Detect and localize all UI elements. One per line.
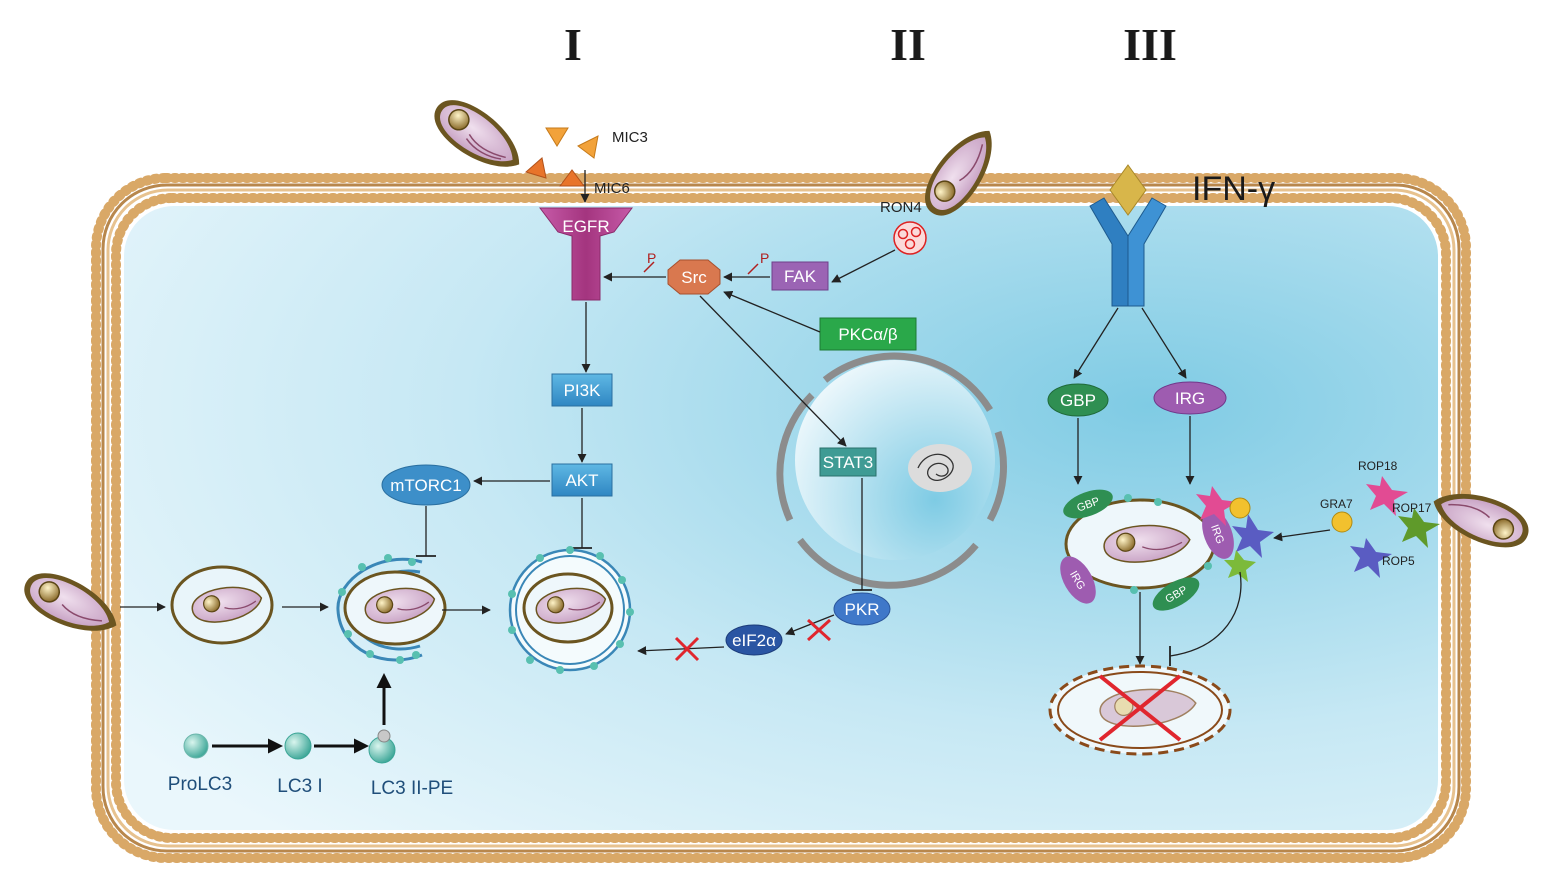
- phospho-label-1: P: [647, 250, 656, 266]
- rop-to-vacuole-arrow: [1273, 529, 1331, 542]
- rop-inhibit-line: [1169, 571, 1242, 657]
- pkr-block-x: [806, 618, 832, 642]
- pi3k-label: PI3K: [564, 381, 602, 400]
- mtorc1-node: [381, 464, 471, 506]
- rop17-on-vacuole: [1224, 550, 1256, 582]
- ifn-gamma-label: IFN-γ: [1192, 170, 1275, 208]
- parasite-tachyzoite-ron4: [925, 130, 992, 216]
- src-node: [667, 259, 721, 295]
- pkr-node: [833, 592, 891, 626]
- fak-node: [771, 261, 829, 291]
- receptor-to-irg-arrow: [1141, 307, 1187, 379]
- egfr-label: EGFR: [562, 217, 609, 236]
- eif2a-node: [725, 624, 783, 656]
- pkc-to-src-arrow: [723, 290, 821, 333]
- lc3i-label: LC3 I: [277, 776, 322, 797]
- destroyed-vacuole: [1048, 664, 1232, 756]
- phospho-mark-1: [643, 261, 655, 273]
- irg-on-vacuole-2: [1060, 556, 1096, 604]
- pathway-label-ii: II: [890, 19, 926, 70]
- rop5-label: ROP5: [1382, 554, 1415, 568]
- eif2a-to-autophagosome-arrow: [637, 646, 725, 656]
- prolc3-bead: [183, 733, 209, 759]
- ron4-label: RON4: [880, 199, 922, 216]
- pi3k-node: [551, 373, 613, 407]
- phospho-mark-2: [747, 263, 759, 275]
- eif2a-block-x: [674, 636, 700, 662]
- pkr-label: PKR: [845, 600, 880, 619]
- ifn-gamma-ligand: [1109, 164, 1147, 216]
- rop17-label: ROP17: [1392, 501, 1432, 515]
- pathway-label-iii: III: [1123, 19, 1177, 70]
- autophagosome: [508, 546, 634, 674]
- gbp-on-vacuole-1: [1063, 489, 1113, 519]
- akt-node: [551, 463, 613, 497]
- stat3-label: STAT3: [823, 453, 873, 472]
- ron4-to-fak-arrow: [831, 249, 896, 283]
- parasitophorous-vacuole: [170, 565, 274, 645]
- prolc3-label: ProLC3: [168, 774, 232, 795]
- pkc-label: PKCα/β: [838, 325, 898, 344]
- lc3i-bead: [284, 732, 312, 760]
- gbp-on-vacuole-2: [1152, 577, 1200, 611]
- pathway-label-i: I: [564, 19, 582, 70]
- irg-label: IRG: [1175, 389, 1205, 408]
- lc3ii-label: LC3 II-PE: [371, 778, 453, 799]
- rop18-on-vacuole: [1196, 486, 1238, 526]
- phospho-label-2: P: [760, 250, 769, 266]
- gra7-effector: [1331, 511, 1353, 533]
- ifn-receptor: [1089, 197, 1167, 307]
- irg-on-vacuole-1: [1202, 509, 1234, 559]
- pe-lipid: [377, 729, 391, 743]
- irg-node: [1153, 381, 1227, 415]
- eif2a-label: eIF2α: [732, 631, 776, 650]
- pkc-node: [819, 317, 917, 351]
- stat3-node: [819, 447, 877, 477]
- mic3-label: MIC3: [612, 129, 648, 146]
- rop17-effector: [1398, 508, 1440, 548]
- rop5-on-vacuole: [1232, 514, 1274, 558]
- gra7-on-vacuole: [1229, 497, 1251, 519]
- receptor-to-gbp-arrow: [1073, 307, 1119, 379]
- mic3-ligands: [524, 127, 599, 187]
- mtorc1-label: mTORC1: [390, 476, 461, 495]
- gbp-label: GBP: [1060, 391, 1096, 410]
- host-nucleus: [776, 352, 1007, 589]
- rop18-label: ROP18: [1358, 459, 1398, 473]
- rop5-effector: [1350, 538, 1392, 578]
- gra7-label: GRA7: [1320, 497, 1353, 511]
- parasite-tachyzoite-right: [1433, 493, 1529, 548]
- parasite-tachyzoite-top: [434, 100, 520, 167]
- parasite-entering-left: [24, 573, 117, 631]
- ron4-complex: [893, 221, 927, 255]
- rop18-effector: [1366, 476, 1408, 516]
- pkr-to-eif2a-arrow: [785, 614, 835, 636]
- gbp-node: [1047, 383, 1109, 417]
- src-label: Src: [681, 268, 707, 287]
- fak-label: FAK: [784, 267, 817, 286]
- egfr-receptor: [539, 207, 633, 301]
- forming-autophagosome: [336, 554, 447, 664]
- mic6-label: MIC6: [594, 180, 630, 197]
- akt-label: AKT: [565, 471, 598, 490]
- src-to-stat3-arrow: [699, 295, 847, 447]
